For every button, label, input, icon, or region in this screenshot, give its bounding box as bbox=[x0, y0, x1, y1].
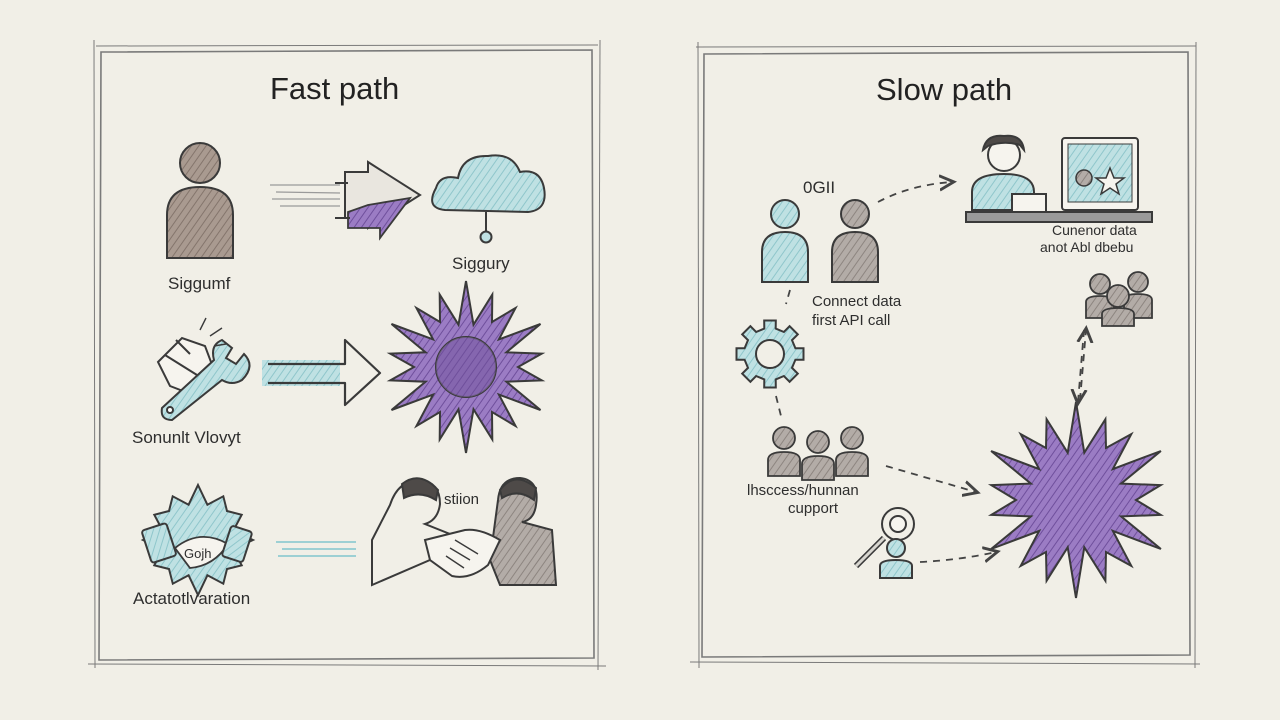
arrow-icon bbox=[262, 338, 382, 407]
wrench-icon bbox=[156, 317, 251, 422]
support-label-line1: lhsccess/hunnan bbox=[747, 482, 859, 499]
support-group-icon bbox=[767, 426, 869, 481]
people-tag-label: 0GII bbox=[803, 178, 836, 197]
handshake-icon bbox=[371, 476, 558, 587]
laptop-label-line2: anot Abl dbebu bbox=[1040, 239, 1134, 255]
badge-label: Gojh bbox=[184, 546, 212, 561]
starburst-icon bbox=[987, 401, 1165, 599]
support-label-line2: cupport bbox=[788, 500, 839, 517]
handshake-label: stiion bbox=[444, 491, 480, 508]
signup-label: Siggumf bbox=[168, 274, 231, 293]
magnifier-person-icon bbox=[853, 507, 915, 579]
laptop-icon bbox=[965, 134, 1153, 223]
laptop-label-line1: Cunenor data bbox=[1052, 222, 1137, 238]
fast-path-title: Fast path bbox=[270, 71, 400, 106]
connect-label-line2: first API call bbox=[812, 312, 891, 329]
slow-path-title: Slow path bbox=[876, 72, 1013, 107]
connector-lines bbox=[276, 541, 356, 557]
activation-label: Actatotlvaration bbox=[133, 589, 251, 608]
flow-connectors bbox=[775, 182, 1086, 563]
fast-path-frame bbox=[87, 39, 607, 671]
tools-label: Sonunlt Vlovyt bbox=[132, 428, 241, 447]
starburst-icon bbox=[386, 280, 546, 454]
people-icon bbox=[761, 199, 879, 283]
badge-icon bbox=[140, 482, 256, 598]
gear-icon bbox=[735, 319, 805, 389]
group-icon bbox=[1085, 271, 1153, 327]
cloud-label: Siggury bbox=[452, 254, 510, 273]
person-icon bbox=[166, 142, 234, 259]
connect-label-line1: Connect data bbox=[812, 293, 902, 310]
slow-path-frame bbox=[689, 41, 1201, 669]
arrow-plug-icon bbox=[270, 160, 422, 241]
cloud-icon bbox=[431, 154, 546, 244]
